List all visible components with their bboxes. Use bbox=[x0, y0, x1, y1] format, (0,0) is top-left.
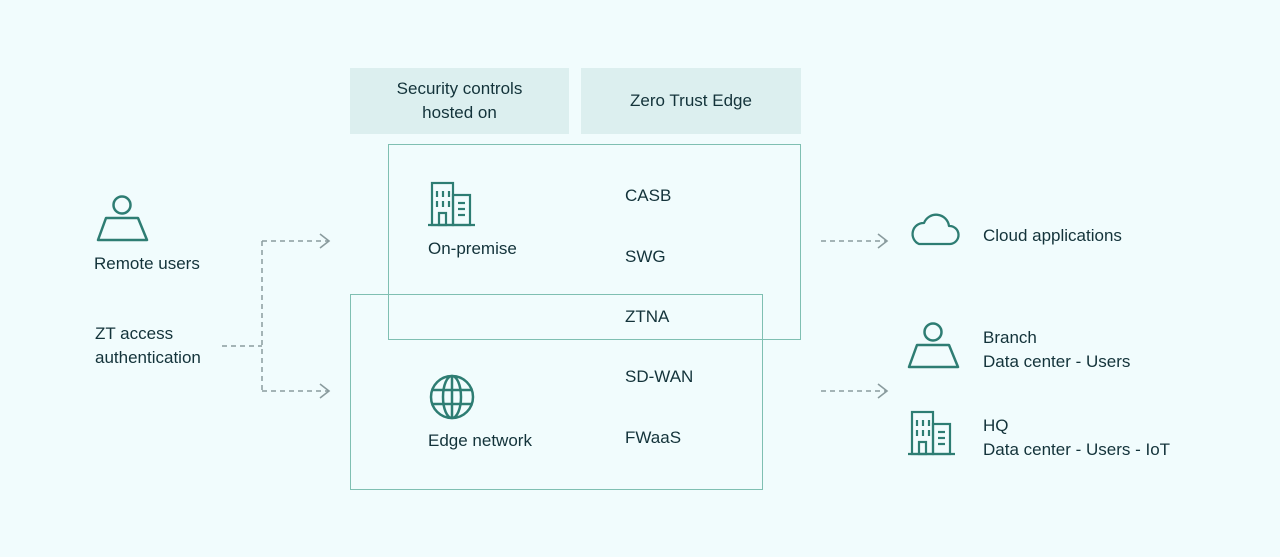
building-icon bbox=[908, 410, 956, 456]
header-security-controls-label: Security controls hosted on bbox=[396, 79, 523, 122]
zt-access-label-line1: ZT access bbox=[95, 324, 174, 343]
cloud-applications-label: Cloud applications bbox=[983, 226, 1122, 245]
on-premise-label: On-premise bbox=[428, 239, 517, 258]
edge-network-label: Edge network bbox=[428, 431, 532, 450]
service-swg: SWG bbox=[625, 247, 666, 266]
hq-title: HQ bbox=[983, 416, 1009, 435]
branch-title: Branch bbox=[983, 328, 1037, 347]
globe-icon bbox=[428, 373, 476, 421]
remote-users-label: Remote users bbox=[94, 254, 200, 273]
hq-subtitle: Data center - Users - IoT bbox=[983, 440, 1171, 459]
building-icon bbox=[428, 181, 476, 227]
cloud-icon bbox=[907, 213, 961, 247]
service-casb: CASB bbox=[625, 186, 672, 205]
arrowhead-edge-network bbox=[319, 383, 331, 399]
on-premise-box bbox=[388, 144, 801, 340]
header-security-controls: Security controls hosted on bbox=[350, 68, 569, 134]
edge-network-box bbox=[350, 294, 763, 490]
branch-subtitle: Data center - Users bbox=[983, 352, 1131, 371]
header-zero-trust-edge: Zero Trust Edge bbox=[581, 68, 801, 134]
arrowhead-cloud bbox=[877, 233, 889, 249]
service-fwaas: FWaaS bbox=[625, 428, 682, 447]
header-zero-trust-edge-label: Zero Trust Edge bbox=[630, 91, 752, 110]
arrowhead-on-premise bbox=[319, 233, 331, 249]
service-sd-wan: SD-WAN bbox=[625, 367, 694, 386]
person-icon bbox=[907, 322, 961, 370]
arrowhead-branch bbox=[877, 383, 889, 399]
service-ztna: ZTNA bbox=[625, 307, 670, 326]
person-icon bbox=[96, 195, 150, 243]
zt-access-label-line2: authentication bbox=[95, 348, 201, 367]
